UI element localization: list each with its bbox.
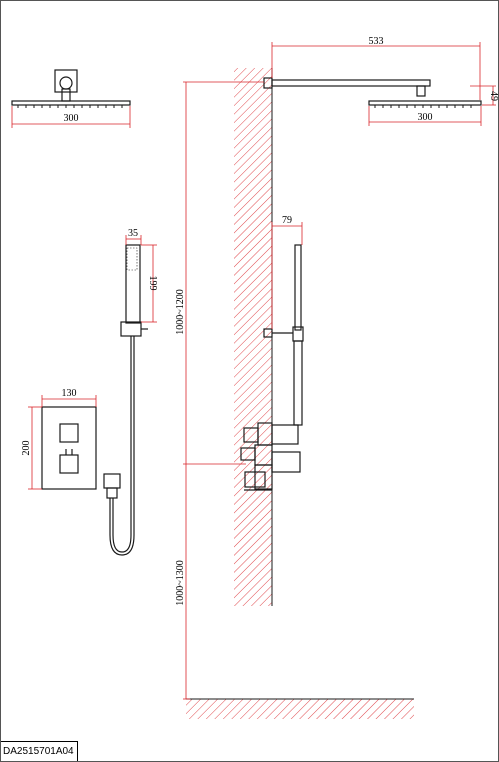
dim-arm-length-label: 533: [369, 36, 384, 47]
dim-plate-height-label: 200: [21, 441, 32, 456]
dim-arm-height-label: 1000~1200: [175, 289, 186, 334]
dim-height-lines: [183, 81, 264, 700]
dim-head-width-top-label: 300: [64, 113, 79, 124]
shower-head-top-view: [11, 69, 131, 108]
dim-head-width-side: [368, 106, 482, 126]
floor-hatch: [186, 699, 414, 719]
dim-valve-height-label: 1000~1300: [175, 560, 186, 605]
shower-arm-side-view: [263, 77, 482, 108]
dim-plate: [28, 395, 97, 490]
handshower: [120, 244, 148, 380]
hose: [112, 380, 132, 553]
mixing-valve-side: [240, 422, 301, 491]
dim-arm-length: [271, 42, 481, 100]
valve-plate-front: [41, 406, 97, 490]
dim-handshower: [125, 235, 157, 323]
dim-rail-offset: [271, 222, 303, 329]
dim-head-width-side-label: 300: [418, 112, 433, 123]
drawing-code: DA2515701A04: [1, 741, 78, 761]
dim-plate-width-label: 130: [62, 388, 77, 399]
dim-head-thickness: [470, 85, 496, 106]
wall-outlet: [103, 473, 121, 499]
dim-head-width-top: [11, 106, 131, 128]
hose-inner: [109, 380, 135, 556]
dim-handshower-width-label: 35: [128, 228, 138, 239]
dim-rail-offset-label: 79: [282, 215, 292, 226]
dim-head-thickness-label: 49: [488, 91, 499, 101]
dim-handshower-length-label: 199: [147, 276, 158, 291]
